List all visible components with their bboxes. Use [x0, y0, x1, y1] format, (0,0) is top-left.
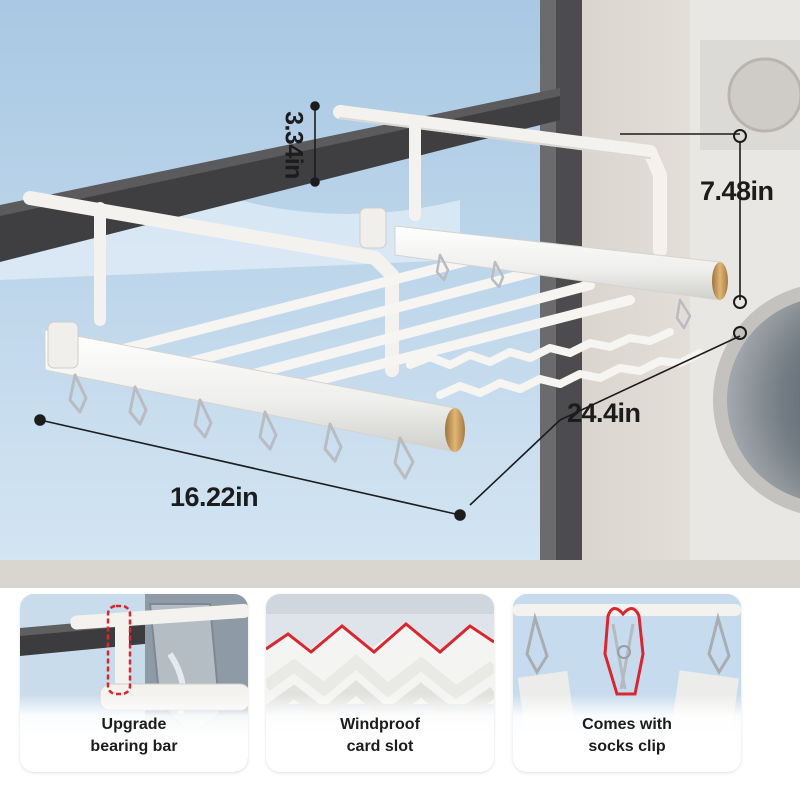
feature-caption-line2: socks clip — [588, 738, 666, 755]
rack-scene — [0, 0, 800, 588]
highlight-wave — [266, 622, 494, 654]
feature-card-bearing-bar: Upgrade bearing bar — [20, 594, 248, 772]
feature-card-windproof-slot: Windproof card slot — [266, 594, 494, 772]
depth-dimension-label: 7.48in — [700, 176, 774, 206]
width-dimension-label: 16.22in — [170, 482, 259, 512]
feature-caption: Upgrade bearing bar — [20, 694, 248, 772]
drying-rack — [23, 105, 728, 480]
feature-caption: Windproof card slot — [266, 694, 494, 772]
feature-caption-line2: card slot — [346, 738, 414, 755]
height-dimension-label: 3.34in — [279, 111, 308, 179]
machine-knob — [727, 57, 800, 133]
dimension-lines — [34, 101, 747, 521]
highlight-clip — [603, 607, 645, 696]
window-sill — [0, 560, 800, 588]
feature-caption: Comes with socks clip — [513, 694, 741, 772]
length-dimension-label: 24.4in — [567, 398, 641, 428]
feature-caption-line1: Windproof — [340, 716, 420, 733]
feature-caption-line1: Upgrade — [101, 716, 167, 733]
machine-door — [713, 286, 800, 514]
feature-caption-line2: bearing bar — [90, 738, 178, 755]
feature-card-socks-clip: Comes with socks clip — [513, 594, 741, 772]
feature-caption-line1: Comes with — [582, 716, 672, 733]
